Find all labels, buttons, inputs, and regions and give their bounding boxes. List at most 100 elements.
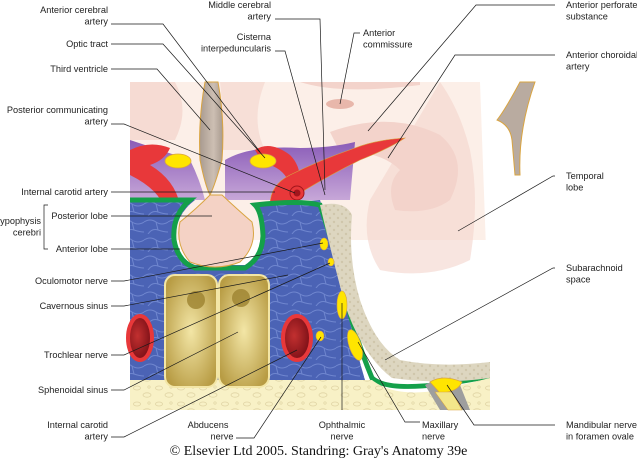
label-ophthalmic-nerve-1: Ophthalmic	[319, 420, 366, 430]
sinus-recess-right	[232, 289, 250, 307]
label-trochlear-nerve: Trochlear nerve	[44, 350, 108, 360]
oculomotor-nerve-shape	[319, 237, 329, 251]
label-internal-carotid-artery-upper: Internal carotid artery	[21, 187, 108, 197]
leader-cisterna-interpeduncularis	[275, 50, 326, 196]
label-posterior-communicating-artery-2: artery	[85, 117, 109, 127]
cortex-shade-left	[130, 82, 183, 140]
label-optic-tract: Optic tract	[66, 39, 108, 49]
leader-cavernous-sinus	[111, 274, 289, 307]
label-middle-cerebral-artery-2: artery	[248, 12, 272, 22]
figure-caption: © Elsevier Ltd 2005. Standring: Gray's A…	[169, 444, 468, 459]
sphenoidal-sinus	[164, 274, 270, 388]
leader-abducens-nerve	[236, 336, 322, 439]
label-posterior-communicating-artery-1: Posterior communicating	[7, 105, 108, 115]
hypophysis-bracket	[43, 204, 48, 250]
label-anterior-lobe: Anterior lobe	[56, 244, 108, 254]
hypophysis-shape	[178, 194, 254, 268]
leader-anterior-perforated-substance	[367, 4, 555, 132]
label-posterior-lobe: Posterior lobe	[51, 211, 108, 221]
labels-right: Anterior perforated substance Anterior ch…	[566, 0, 637, 442]
leader-optic-tract	[111, 43, 266, 159]
sphenoid-bone	[130, 378, 490, 410]
label-third-ventricle: Third ventricle	[50, 64, 108, 74]
leader-temporal-lobe	[457, 175, 555, 232]
label-mandibular-nerve-1: Mandibular nerve	[566, 420, 637, 430]
leader-middle-cerebral-artery	[275, 18, 326, 191]
maxillary-nerve-shape	[347, 329, 363, 361]
label-internal-carotid-artery-lower-2: artery	[85, 432, 109, 442]
label-temporal-lobe-1: Temporal	[566, 171, 604, 181]
label-subarachnoid-space-1: Subarachnoid	[566, 263, 623, 273]
label-anterior-perforated-substance-2: substance	[566, 12, 608, 22]
mandibular-nerve-trunk	[434, 391, 463, 411]
label-abducens-nerve-1: Abducens	[188, 420, 229, 430]
label-anterior-perforated-substance-1: Anterior perforated	[566, 0, 637, 10]
label-ophthalmic-nerve-2: nerve	[331, 432, 354, 442]
label-anterior-cerebral-artery-1: Anterior cerebral	[40, 5, 108, 15]
label-cisterna-interpeduncularis-2: interpeduncularis	[201, 44, 271, 54]
cortex-shade-mid	[215, 82, 265, 150]
label-oculomotor-nerve: Oculomotor nerve	[35, 276, 108, 286]
sphenoidal-sinus-left	[164, 274, 218, 388]
label-anterior-commissure-2: commissure	[363, 40, 413, 50]
label-maxillary-nerve-1: Maxillary	[422, 420, 459, 430]
label-internal-carotid-artery-lower-1: Internal carotid	[47, 420, 108, 430]
leader-posterior-communicating-artery	[111, 123, 296, 194]
lateral-ventricle-horn	[496, 81, 536, 176]
internal-carotid-artery-left	[126, 314, 154, 362]
label-mandibular-nerve-2: in foramen ovale	[566, 432, 634, 442]
label-abducens-nerve-2: nerve	[211, 432, 234, 442]
svg-text:Hypophysiscerebri: Hypophysis cerebri	[0, 216, 41, 238]
optic-tract-left	[164, 153, 192, 169]
dura-mater	[130, 197, 490, 389]
leader-sphenoidal-sinus	[111, 331, 239, 391]
leader-internal-carotid-artery-lower	[111, 349, 298, 438]
label-anterior-cerebral-artery-2: artery	[85, 17, 109, 27]
trochlear-nerve-shape	[327, 257, 335, 267]
sinus-recess-left	[187, 291, 205, 309]
leader-third-ventricle	[111, 68, 211, 131]
leader-mandibular-nerve	[446, 384, 555, 426]
label-anterior-choroidal-artery-1: Anterior choroidal	[566, 50, 637, 60]
labels-left: Anterior cerebral artery Optic tract Thir…	[0, 5, 108, 442]
cortex-shade-top	[300, 82, 420, 90]
leader-oculomotor-nerve	[111, 242, 324, 282]
label-sphenoidal-sinus: Sphenoidal sinus	[38, 385, 108, 395]
label-hypophysis-cerebri-2: cerebri	[13, 228, 41, 238]
leader-anterior-commissure	[339, 32, 360, 105]
label-subarachnoid-space-2: space	[566, 275, 591, 285]
label-cisterna-interpeduncularis-1: Cisterna	[237, 32, 272, 42]
leader-subarachnoid-space	[384, 267, 555, 361]
label-anterior-commissure-1: Anterior	[363, 28, 395, 38]
leader-maxillary-nerve	[357, 341, 420, 423]
leader-anterior-choroidal-artery	[387, 54, 555, 159]
leader-anterior-cerebral-artery	[111, 23, 261, 153]
temporal-lobe-body	[366, 82, 475, 274]
posterior-communicating-artery-lumen	[293, 189, 301, 197]
internal-carotid-artery-right	[281, 314, 313, 362]
anterior-cerebral-artery-left	[130, 144, 180, 210]
label-anterior-choroidal-artery-2: artery	[566, 62, 590, 72]
label-hypophysis-cerebri-1: Hypophysis	[0, 216, 41, 226]
leader-lines	[43, 4, 555, 439]
labels-top: Middle cerebral artery Cisterna interpedun…	[201, 0, 413, 54]
subarachnoid-space-shape	[320, 203, 490, 382]
label-maxillary-nerve-2: nerve	[422, 432, 445, 442]
sphenoidal-sinus-right	[218, 274, 270, 388]
label-middle-cerebral-artery-1: Middle cerebral	[208, 0, 271, 10]
labels-bottom: Abducens nerve Ophthalmic nerve Maxillary n…	[188, 420, 459, 442]
